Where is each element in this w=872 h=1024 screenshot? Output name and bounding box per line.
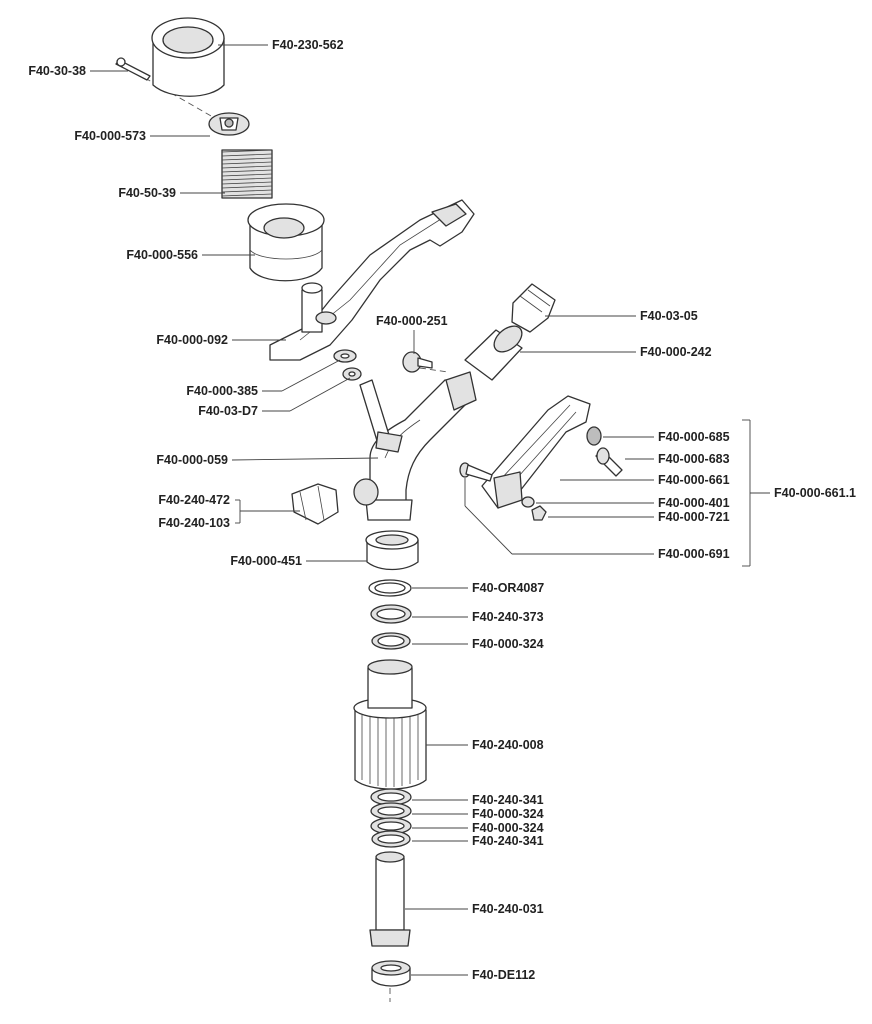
label-f40-de112: F40-DE112 [472,968,535,982]
label-f40-240-373: F40-240-373 [472,610,544,624]
label-f40-03-05: F40-03-05 [640,309,698,323]
nut-721-part [531,505,547,521]
swing-arm-part [269,199,475,361]
label-f40-000-385: F40-000-385 [186,384,258,398]
centerline-pin [419,367,449,373]
cap-part [151,17,225,97]
label-f40-240-472: F40-240-472 [158,493,230,507]
label-f40-000-691: F40-000-691 [658,547,730,561]
seal-373-part [370,604,412,624]
plug-part [402,351,433,373]
gear-bushing-part [353,659,427,790]
washer-stack-part [370,788,412,848]
label-f40-000-661-1: F40-000-661.1 [774,486,856,500]
main-body-part [359,371,477,521]
label-f40-000-451: F40-000-451 [230,554,302,568]
label-f40-or4087: F40-OR4087 [472,581,544,595]
cotter-pin-part [115,57,151,81]
washer-d7-part [342,367,362,381]
washer-324-top-part [371,632,411,650]
label-f40-000-324-b: F40-000-324 [472,807,544,821]
label-f40-000-324-c: F40-000-324 [472,821,544,835]
label-f40-230-562: F40-230-562 [272,38,344,52]
label-f40-240-341-a: F40-240-341 [472,793,544,807]
bushing-de112-part [371,960,411,987]
housing-part [247,203,325,282]
label-f40-000-251: F40-000-251 [376,314,448,328]
label-f40-000-092: F40-000-092 [156,333,228,347]
label-f40-240-341-b: F40-240-341 [472,834,544,848]
spring-retainer-part [208,112,250,136]
label-f40-000-573: F40-000-573 [74,129,146,143]
label-f40-000-685: F40-000-685 [658,430,730,444]
label-f40-000-556: F40-000-556 [126,248,198,262]
connector-part [291,478,379,525]
label-f40-000-242: F40-000-242 [640,345,712,359]
label-f40-000-721: F40-000-721 [658,510,730,524]
label-f40-240-031: F40-240-031 [472,902,544,916]
range-tube-part [464,325,523,381]
bolt-691-part [459,462,493,482]
leader-lines [90,44,770,976]
oring-4087-part [368,579,412,597]
label-f40-000-683: F40-000-683 [658,452,730,466]
bolt-683-part [595,447,623,477]
spring-685-part [586,426,602,446]
shaft-031-part [369,851,411,947]
label-f40-240-103: F40-240-103 [158,516,230,530]
washer-401-part [521,496,535,508]
label-f40-50-39: F40-50-39 [118,186,176,200]
washer-385-part [333,349,357,363]
nozzle-part [511,283,556,333]
bearing-451-part [365,530,419,571]
label-f40-000-059: F40-000-059 [156,453,228,467]
label-f40-000-401: F40-000-401 [658,496,730,510]
label-f40-000-661: F40-000-661 [658,473,730,487]
label-f40-30-38: F40-30-38 [28,64,86,78]
label-f40-240-008: F40-240-008 [472,738,544,752]
label-f40-03-d7: F40-03-D7 [198,404,258,418]
label-f40-000-324-a: F40-000-324 [472,637,544,651]
spring-part [221,149,273,199]
bracket-arm-part [481,395,591,509]
